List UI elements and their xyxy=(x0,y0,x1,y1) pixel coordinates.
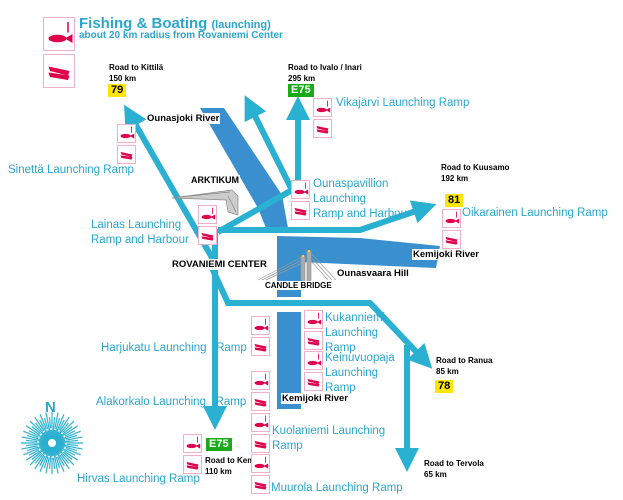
candle-bridge-label: CANDLE BRIDGE xyxy=(264,281,333,290)
title-suffix: (launching) xyxy=(211,19,271,31)
fishing-icon xyxy=(313,98,332,117)
kemijoki-river-label-south: Kemijoki River xyxy=(281,393,349,404)
road-sign-78: 78 xyxy=(435,380,454,393)
arktikum-building xyxy=(171,189,239,216)
fishing-icon xyxy=(251,454,270,473)
fishing-icon xyxy=(304,351,323,370)
boating-icon xyxy=(313,119,332,138)
title-text: Fishing & Boating xyxy=(79,15,208,32)
boating-icon xyxy=(198,226,217,245)
map-subtitle: about 20 km radius from Rovaniemi Center xyxy=(79,30,283,41)
boating-icon xyxy=(291,201,310,220)
fishing-icon xyxy=(304,310,323,329)
compass-north-label: N xyxy=(45,399,56,416)
boating-icon xyxy=(304,331,323,350)
boating-icon xyxy=(304,372,323,391)
boating-icon xyxy=(251,434,270,453)
boating-icon xyxy=(251,392,270,411)
fishing-icon xyxy=(442,209,461,228)
kemijoki-river-south-2 xyxy=(277,312,301,409)
road-sign-79: 79 xyxy=(108,84,127,97)
fishing-icon xyxy=(198,205,217,224)
map-title: Fishing & Boating (launching) xyxy=(79,15,271,32)
boating-icon xyxy=(251,475,270,494)
oikarainen-ramp-label[interactable]: Oikarainen Launching Ramp xyxy=(462,207,608,219)
boating-icon xyxy=(251,337,270,356)
kemijoki-river-south-1 xyxy=(277,262,301,297)
fishing-icon xyxy=(43,17,75,51)
road-sign-e75-north: E75 xyxy=(288,84,314,97)
rovaniemi-center-label: ROVANIEMI CENTER xyxy=(171,259,268,270)
hirvas-ramp-label[interactable]: Hirvas Launching Ramp xyxy=(77,473,200,485)
alakorkalo-ramp-label[interactable]: Alakorkalo Launching Ramp xyxy=(96,396,247,408)
fishing-icon xyxy=(117,124,136,143)
ounasjoki-river-label: Ounasjoki River xyxy=(146,113,221,124)
vikajarvi-ramp-label[interactable]: Vikajärvi Launching Ramp xyxy=(336,97,470,109)
ounasjoki-river xyxy=(200,108,288,228)
candle-bridge xyxy=(257,250,337,283)
road-ranua xyxy=(209,266,433,369)
fishing-icon xyxy=(251,316,270,335)
fishing-icon xyxy=(251,413,270,432)
boating-icon xyxy=(117,145,136,164)
fishing-icon xyxy=(251,371,270,390)
compass-rose-icon xyxy=(21,412,83,474)
kemijoki-river-label-east: Kemijoki River xyxy=(412,249,480,260)
ounasvaara-hill-label: Ounasvaara Hill xyxy=(336,268,410,279)
road-sign-81: 81 xyxy=(445,194,464,207)
road-kuusamo xyxy=(218,200,437,233)
sinetta-ramp-label[interactable]: Sinettä Launching Ramp xyxy=(8,164,134,176)
harjukatu-ramp-label[interactable]: Harjukatu Launching Ramp xyxy=(101,342,247,354)
fishing-icon xyxy=(291,180,310,199)
road-sign-e75-south: E75 xyxy=(206,438,232,451)
arktikum-label: ARKTIKUM xyxy=(190,175,240,185)
muurola-ramp-label[interactable]: Muurola Launching Ramp xyxy=(271,482,403,494)
fishing-icon xyxy=(183,434,202,453)
boating-icon xyxy=(442,230,461,249)
boating-icon xyxy=(43,54,75,88)
boating-icon xyxy=(183,455,202,474)
